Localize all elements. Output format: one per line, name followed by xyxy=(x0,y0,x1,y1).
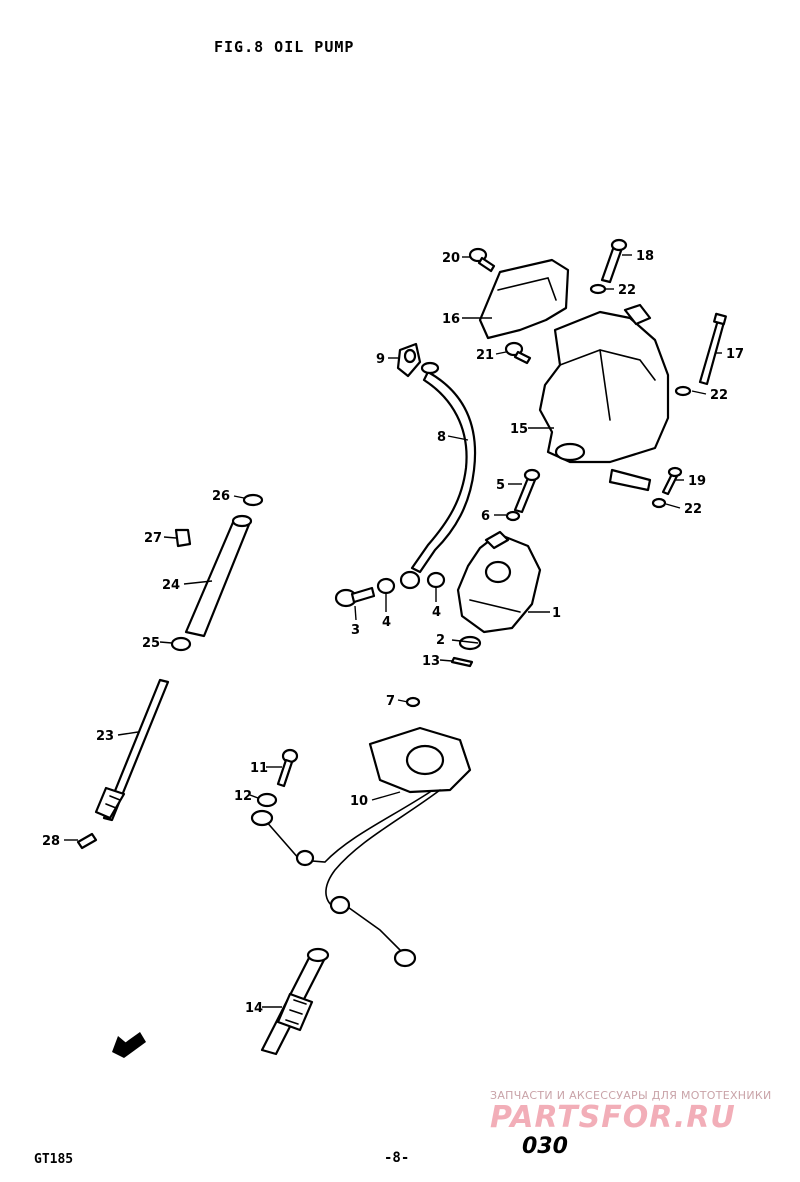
figure-code: 030 xyxy=(522,1134,568,1159)
callout-9: 9 xyxy=(376,352,385,367)
callout-labels: 1 2 3 4 4 5 6 7 8 9 10 11 12 13 14 15 16… xyxy=(42,249,744,1016)
direction-arrow-icon xyxy=(112,1032,146,1058)
callout-12: 12 xyxy=(234,789,252,804)
callout-22a: 22 xyxy=(618,283,636,298)
washer-part-12 xyxy=(256,792,278,808)
shaft-housing-part-24 xyxy=(184,514,253,638)
callout-26: 26 xyxy=(212,489,230,504)
oil-pipe-part-10 xyxy=(250,726,472,968)
callout-8: 8 xyxy=(437,430,446,445)
oring-part-26 xyxy=(242,493,264,507)
gear-shaft-part-14 xyxy=(260,947,330,1056)
screw-part-20 xyxy=(468,247,496,273)
oil-hose-part xyxy=(399,361,477,590)
callout-5: 5 xyxy=(496,478,505,493)
hose-clip-part xyxy=(396,342,422,378)
pin-part-28 xyxy=(76,832,98,850)
callout-22c: 22 xyxy=(684,502,702,517)
callout-20: 20 xyxy=(442,251,460,266)
pin-part-13 xyxy=(450,656,474,668)
callout-16: 16 xyxy=(442,312,460,327)
callout-22b: 22 xyxy=(710,388,728,403)
bolt-part-3 xyxy=(334,586,376,608)
bolt-part-5 xyxy=(513,468,541,514)
bolt-part-19 xyxy=(661,466,683,496)
oring-part-7 xyxy=(405,696,421,708)
callout-14: 14 xyxy=(245,1001,263,1016)
callout-15: 15 xyxy=(510,422,528,437)
washer-part-2 xyxy=(458,635,482,651)
callout-17: 17 xyxy=(726,347,744,362)
screw-part-21 xyxy=(504,341,532,365)
figure-title: FIG.8 OIL PUMP xyxy=(214,38,355,56)
washer-part-25 xyxy=(170,636,192,652)
callout-28: 28 xyxy=(42,834,60,849)
callout-4a: 4 xyxy=(382,615,391,630)
pump-cover-part xyxy=(538,303,670,492)
callout-13: 13 xyxy=(422,654,440,669)
cover-plate-part xyxy=(478,258,570,340)
gasket-rings-part-22 xyxy=(589,283,692,509)
callout-25: 25 xyxy=(142,636,160,651)
callout-19: 19 xyxy=(688,474,706,489)
watermark-tagline: ЗАПЧАСТИ И АКСЕССУАРЫ ДЛЯ МОТОТЕХНИКИ xyxy=(490,1089,772,1102)
leader-lines xyxy=(64,254,722,1008)
clip-part-27 xyxy=(174,528,192,548)
washer-part-4b xyxy=(426,571,446,589)
page-number: -8- xyxy=(384,1150,410,1166)
bolt-part-11 xyxy=(276,748,299,788)
callout-4b: 4 xyxy=(432,605,441,620)
washer-part-4a xyxy=(376,577,396,595)
callout-2: 2 xyxy=(436,633,445,648)
callout-23: 23 xyxy=(96,729,114,744)
model-code: GT185 xyxy=(34,1152,74,1167)
bolt-part-18 xyxy=(600,238,628,284)
bolt-part-17 xyxy=(698,312,727,386)
oil-pump-body-part xyxy=(456,530,542,634)
callout-1: 1 xyxy=(552,606,561,621)
callout-11: 11 xyxy=(250,761,268,776)
callout-18: 18 xyxy=(636,249,654,264)
callout-27: 27 xyxy=(144,531,162,546)
callout-10: 10 xyxy=(350,794,368,809)
callout-6: 6 xyxy=(481,509,490,524)
callout-7: 7 xyxy=(386,694,395,709)
drive-shaft-part-23 xyxy=(94,678,170,822)
oring-part-6 xyxy=(505,510,521,522)
watermark-logo: PARTSFOR.RU xyxy=(490,1100,736,1135)
callout-24: 24 xyxy=(162,578,180,593)
callout-3: 3 xyxy=(351,623,360,638)
callout-21: 21 xyxy=(476,348,494,363)
